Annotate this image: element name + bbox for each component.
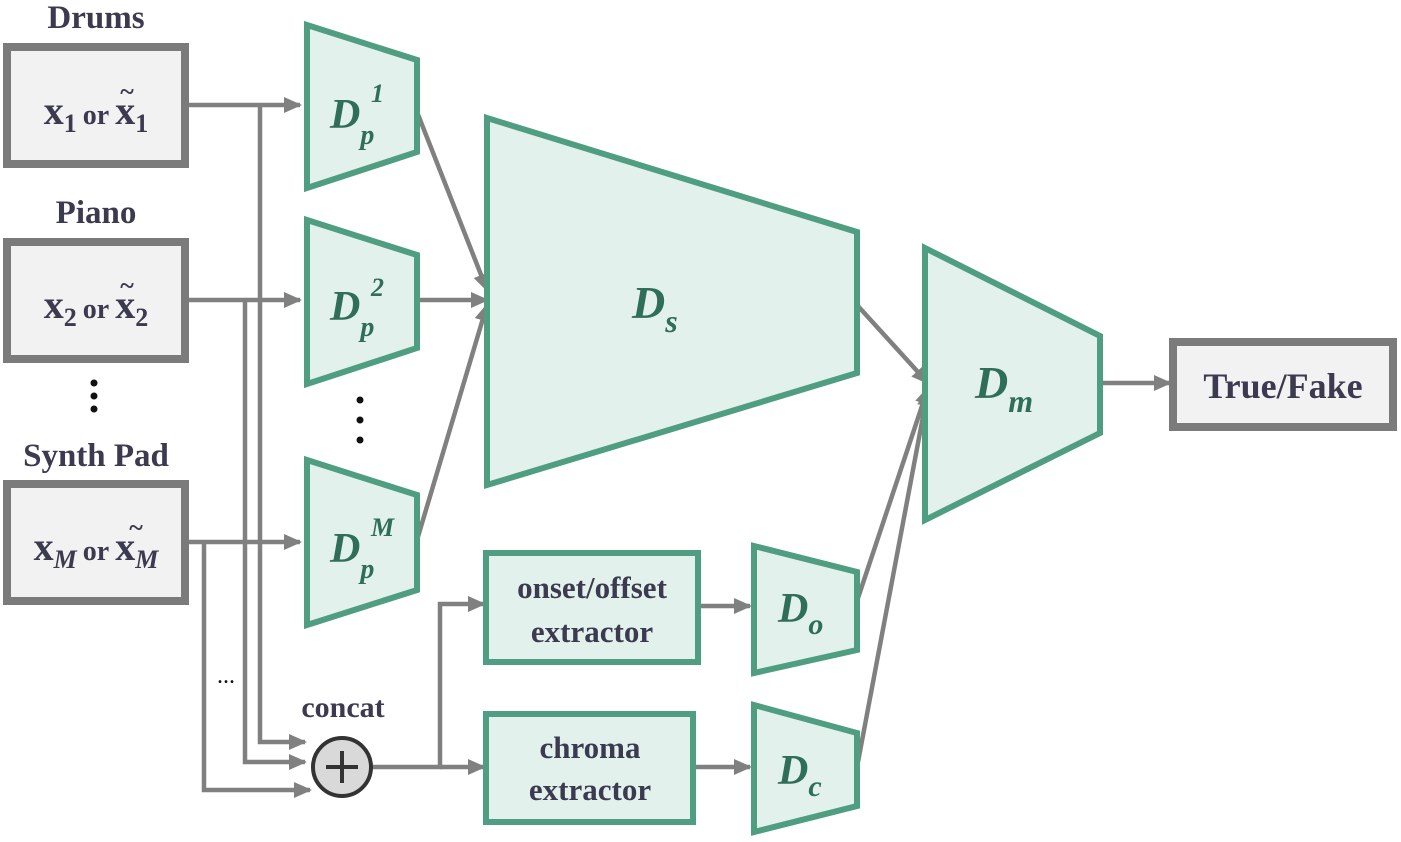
wire-dp1-ds (414, 111, 490, 292)
wire-piano-concat (242, 300, 307, 770)
dp1-label: Dp (329, 92, 374, 151)
input-ellipsis (90, 379, 98, 413)
input-box-drums (3, 43, 189, 168)
output-label: True/Fake (1203, 366, 1362, 406)
dm-label: Dm (974, 357, 1033, 419)
discriminator-dm: Dm (922, 243, 1103, 525)
dp2-label: Dp (329, 284, 374, 343)
discriminator-dp2: Dp 2 (304, 215, 420, 389)
dc-label: Dc (777, 748, 822, 803)
concat-ellipsis: ... (217, 663, 235, 689)
wire-concat-onset (372, 596, 486, 770)
chroma-extractor-line1: chroma (539, 730, 641, 765)
input-label-drums: Drums (47, 0, 144, 36)
concat-label: concat (301, 691, 384, 724)
tilde-icon: ~ (120, 271, 134, 300)
onset-extractor-line1: onset/offset (517, 570, 667, 605)
discriminator-dp1: Dp 1 (304, 20, 420, 193)
dp1-sup: 1 (371, 79, 384, 108)
ds-label: Ds (631, 277, 678, 339)
onset-extractor-line2: extractor (531, 614, 653, 649)
wires (186, 97, 1172, 798)
wire-dpm-ds (414, 303, 491, 541)
discriminator-dc: Dc (751, 701, 860, 836)
wire-ds-dm (855, 303, 930, 385)
wire-dc-dm (855, 388, 933, 763)
input-box-piano (3, 238, 189, 363)
private-ellipsis (356, 396, 364, 444)
input-label-piano: Piano (56, 195, 137, 231)
tilde-icon: ~ (120, 77, 134, 106)
concat-node: concat (301, 691, 385, 798)
dp2-sup: 2 (370, 273, 384, 302)
wire-synth-concat (201, 542, 312, 798)
dpm-sup: M (370, 513, 395, 542)
discriminator-do: Do (751, 542, 860, 677)
chroma-extractor: chroma extractor (483, 711, 696, 825)
dpm-label: Dp (329, 526, 374, 585)
input-label-synth-pad: Synth Pad (23, 438, 169, 474)
tilde-icon: ~ (129, 513, 143, 542)
chroma-extractor-line2: extractor (529, 772, 651, 807)
input-box-synth-pad (3, 480, 189, 605)
do-label: Do (777, 586, 823, 641)
discriminator-dpm: Dp M (304, 455, 420, 630)
output-box: True/Fake (1169, 338, 1397, 431)
discriminator-ds: Ds (484, 113, 860, 490)
wire-drums-concat (257, 105, 307, 750)
onset-offset-extractor: onset/offset extractor (483, 550, 701, 665)
wire-do-dm (855, 386, 931, 599)
